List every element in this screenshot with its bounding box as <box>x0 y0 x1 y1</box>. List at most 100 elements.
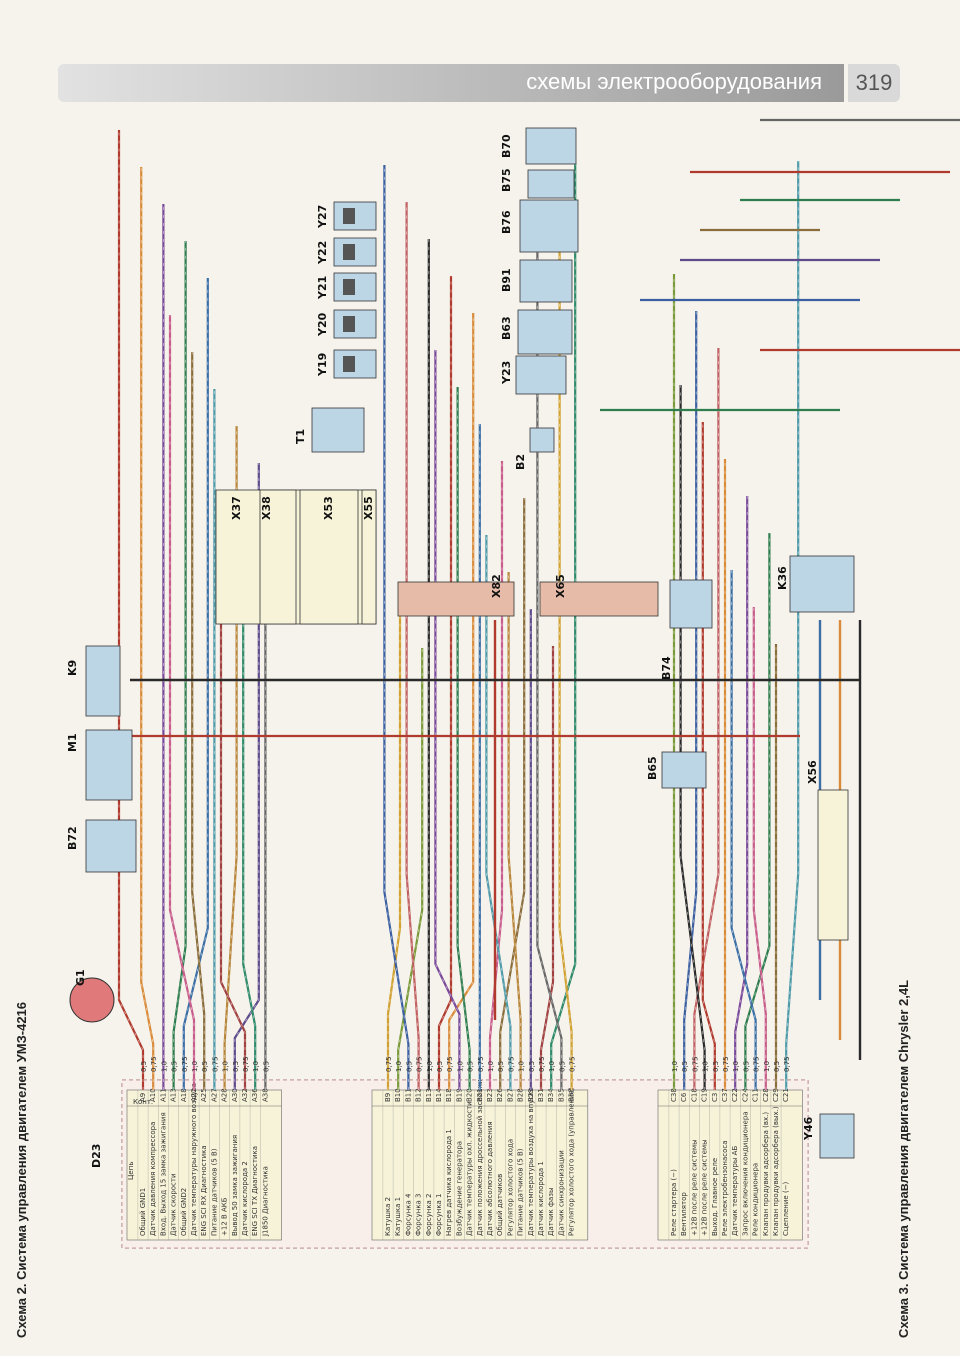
ecu-pin-label: +12В после реле системы <box>690 1139 698 1236</box>
ecu-pin-label: Клапан продувки адсорбера (вых.) <box>772 1106 780 1236</box>
b76-sensor-label: B76 <box>500 210 513 234</box>
b72-sensor-label: B72 <box>66 826 79 850</box>
b74-sensor <box>669 579 713 629</box>
b65-sensor-label: B65 <box>646 756 659 780</box>
ecu-pin-label: Форсунка 4 <box>404 1193 412 1236</box>
wire <box>456 387 471 1090</box>
b91-sensor <box>519 259 573 303</box>
wire-size-label: 0,75 <box>446 1056 454 1072</box>
x56-connector-label: X56 <box>806 760 819 784</box>
ecu-pin-id: A10 <box>149 1088 157 1102</box>
ecu-pin-label: Датчик фазы <box>547 1188 555 1237</box>
wire-size-label: 0,5 <box>467 1061 475 1072</box>
wire <box>693 348 720 1090</box>
ecu-pin-id: B38 <box>568 1088 576 1102</box>
ecu-pin-label: Питание датчиков (5 В) <box>517 1148 525 1236</box>
ecu-pin-id: A11 <box>159 1088 167 1102</box>
wire <box>140 167 155 1090</box>
ecu-pin-label: Датчик температуры воздуха на впуске <box>527 1087 535 1236</box>
wire-tracer <box>169 315 195 1090</box>
wire-size-label: 1,0 <box>518 1061 526 1072</box>
wire-size-label: 0,5 <box>201 1061 209 1072</box>
wire <box>117 130 145 1090</box>
wire-size-label: 0,5 <box>262 1061 270 1072</box>
ecu-pin-id: B35 <box>557 1088 565 1102</box>
wire-tracer <box>397 648 423 1090</box>
ecu-pin-label: Вентилятор <box>680 1192 688 1236</box>
y23-valve <box>515 355 567 395</box>
wire-size-label: 0,75 <box>783 1056 791 1072</box>
ecu-pin-label: Общий датчиков <box>496 1174 504 1236</box>
ecu-pin-label: J1850 Диагностика <box>261 1166 269 1237</box>
m1-fuel-pump <box>85 729 133 801</box>
coil-icon <box>343 356 355 372</box>
wire-tracer <box>694 348 719 1090</box>
generator-g1-label: G1 <box>74 969 87 986</box>
coil-icon <box>343 316 355 332</box>
ecu-pin-label: Сцепление (−) <box>782 1181 790 1236</box>
ecu-pin-id: C24 <box>741 1088 749 1102</box>
wire-size-label: 1,0 <box>191 1061 199 1072</box>
ecu-pin-label: Нагрев датчика кислорода 1 <box>445 1129 453 1236</box>
x82-connector <box>397 581 515 617</box>
ecu-pin-label: Регулятор холостого хода <box>506 1139 514 1236</box>
wire-size-label: 0,5 <box>405 1061 413 1072</box>
ecu-pin-id: B12 <box>415 1088 423 1102</box>
b76-sensor <box>519 199 579 253</box>
wire-tracer <box>680 385 705 1090</box>
ecu-pin-label: Общий GND2 <box>180 1188 188 1236</box>
wire <box>679 385 706 1090</box>
b70-sensor <box>525 127 577 165</box>
ecu-pin-label: Выход. Главное реле <box>711 1158 719 1236</box>
y23-valve-label: Y23 <box>500 361 513 385</box>
ecu-pin-id: B31 <box>537 1088 545 1102</box>
ecu-pin-label: Датчик температуры охл. жидкости <box>466 1101 474 1236</box>
ecu-pin-label: ENG SCI RX Диагностика <box>200 1145 208 1236</box>
wire-size-label: 0,75 <box>722 1056 730 1072</box>
b75-sensor-label: B75 <box>500 168 513 192</box>
ecu-pin-label: Клапан продувки адсорбера (вх.) <box>762 1112 770 1236</box>
ecu-pin-label: Датчик температуры АБ <box>731 1146 739 1236</box>
ecu-pin-label: Форсунка 2 <box>425 1193 433 1236</box>
wire-size-label: 1,0 <box>671 1061 679 1072</box>
wire-tracer <box>550 163 576 1090</box>
wire <box>437 276 453 1090</box>
ecu-pin-id: A28 <box>221 1088 229 1102</box>
k36-relay <box>789 555 855 613</box>
ecu-pin-id: A13 <box>170 1088 178 1102</box>
ecu-pin-id: B34 <box>547 1088 555 1102</box>
wire <box>507 572 522 1090</box>
x55-connector-label: X55 <box>362 496 375 520</box>
header-bar: схемы электрооборудования <box>58 64 844 102</box>
wire-tracer <box>118 130 144 1090</box>
ecu-d23-outline <box>121 1079 809 1249</box>
b70-sensor-label: B70 <box>500 134 513 158</box>
ecu-pin-label: Общий GND1 <box>139 1188 147 1236</box>
wire-size-label: 0,75 <box>181 1056 189 1072</box>
wire-size-label: 0,75 <box>416 1056 424 1072</box>
wire-size-label: 0,75 <box>569 1056 577 1072</box>
ecu-pin-id: B26 <box>496 1088 504 1102</box>
wire-size-label: 0,5 <box>171 1061 179 1072</box>
coil-icon <box>343 244 355 260</box>
components: Y19Y20Y21Y22Y27T1Y23B63B91B76B75B70B2B74… <box>66 127 855 1159</box>
ecu-pin-id: B9 <box>384 1093 392 1102</box>
ecu-pin-label: Катушка 1 <box>394 1197 402 1236</box>
ecu-pin-id: B29 <box>527 1088 535 1102</box>
wire-tracer <box>486 535 511 1090</box>
b63-sensor <box>517 309 573 355</box>
wire-tracer <box>183 278 209 1090</box>
ecu-pin-id: B14 <box>435 1088 443 1102</box>
wire-size-label: 0,75 <box>477 1056 485 1072</box>
ecu-pin-label: ENG SCI TX Диагностика <box>251 1146 259 1236</box>
x82-connector-label: X82 <box>490 574 503 598</box>
wire <box>485 535 512 1090</box>
wire-size-label: 1,0 <box>702 1061 710 1072</box>
x65-connector <box>539 581 659 617</box>
wire-size-label: 1,0 <box>160 1061 168 1072</box>
ecu-pin-label: Датчик кислорода 1 <box>537 1161 545 1236</box>
ecu-pin-label: Питание датчиков (5 В) <box>210 1148 218 1236</box>
wire-size-label: 0,5 <box>436 1061 444 1072</box>
